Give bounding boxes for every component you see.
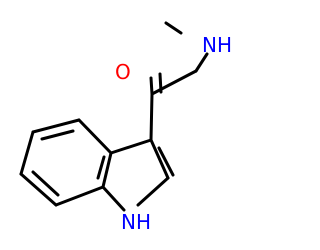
bond-c7a-to-c3a [101,151,113,189]
bond-n1-to-c7a [101,185,126,212]
molecule-structure: O NH NH [19,21,232,234]
bond-carbonyl-to-ring [149,92,154,142]
bond-c5-to-c6 [19,130,35,176]
bond-c4-to-c5 [31,118,81,134]
bond-c6-to-c7 [19,172,58,207]
atom-labels: O NH NH [115,33,232,234]
bond-carbonyl-to-ch2 [150,69,198,96]
amine-nitrogen-label: NH [202,33,232,57]
molecule-canvas: O NH NH [19,21,232,234]
carbonyl-bond-to-oxygen [149,76,154,96]
bond-ch2-to-amine [194,52,209,73]
oxygen-label: O [115,60,131,84]
double-bond-c4-c5-inner [40,129,75,141]
indole-nitrogen-label: NH [121,210,151,234]
bond-c2-to-n1 [136,176,170,207]
bond-c3-to-c2 [149,138,170,180]
double-bond-c7a-c3a-inner [96,155,106,180]
bond-group [19,21,209,212]
bond-c3a-to-c4 [77,118,113,155]
bond-amine-to-methyl [164,21,183,35]
bond-c3a-to-c3 [109,138,153,155]
bond-c7-to-c7a [54,185,105,207]
double-bond-c6-c7-inner [31,170,60,197]
double-bond-c3-c2-inner [157,146,175,177]
